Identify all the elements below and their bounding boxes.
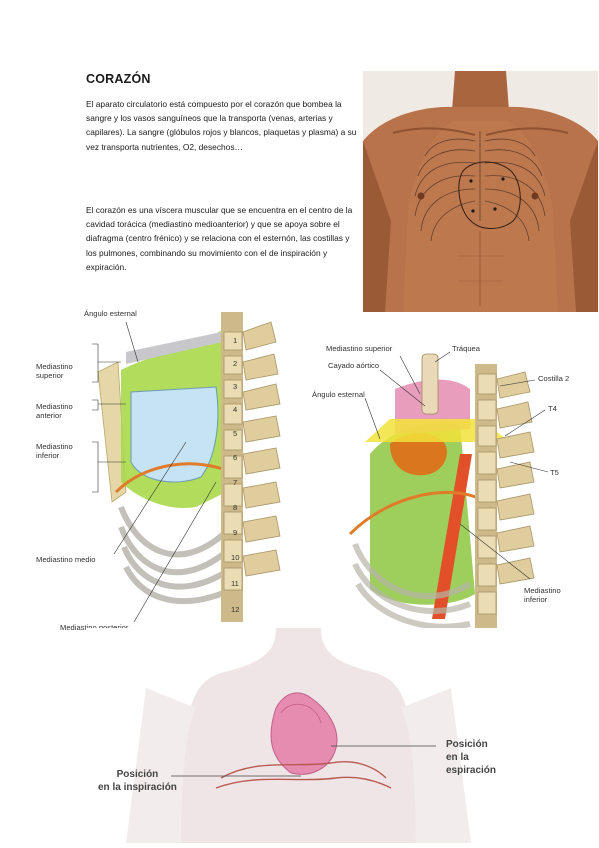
vertebra-number: 2: [233, 359, 238, 368]
vertebra-number: 9: [233, 528, 238, 537]
label-mediastino-posterior: Mediastino posterior: [60, 623, 129, 632]
label-t4: T4: [548, 404, 557, 413]
vertebra-number: 1: [233, 336, 238, 345]
label-t5: T5: [550, 468, 559, 477]
vertebra-number: 11: [231, 579, 239, 588]
label-mediastino-anterior: Mediastino anterior: [36, 402, 73, 420]
vertebra-number: 4: [233, 405, 238, 414]
paragraph-circulatory: El aparato circulatorio está compuesto p…: [86, 99, 357, 152]
mediastinum-diagram-right: Mediastino superior Tráquea Cayado aórti…: [310, 334, 580, 640]
vertebra-number: 12: [231, 605, 240, 614]
vertebra-number: 8: [233, 503, 238, 512]
paragraph-heart: El corazón es una víscera muscular que s…: [86, 205, 353, 272]
vertebra-number: 6: [233, 453, 238, 462]
label-mediastino-medio: Mediastino medio: [36, 555, 96, 564]
vertebra-number: 5: [233, 429, 238, 438]
label-costilla-2: Costilla 2: [538, 374, 570, 383]
label-mediastino-inferior-right: Mediastino inferior: [524, 586, 561, 604]
label-angulo-esternal: Ángulo esternal: [84, 309, 137, 318]
label-mediastino-superior-right: Mediastino superior: [326, 344, 393, 353]
label-angulo-esternal-right: Ángulo esternal: [312, 390, 365, 399]
vertebra-number: 10: [231, 553, 240, 562]
torso-photo: [363, 71, 598, 312]
vertebra-number: 3: [233, 382, 238, 391]
label-posicion-espiracion: Posición en la espiración: [446, 739, 497, 776]
heart-position-diagram: Posición en la espiración Posición en la…: [86, 628, 514, 843]
label-traquea: Tráquea: [452, 344, 481, 353]
mediastinum-diagram-left: Ángulo esternal Mediastino superior Medi…: [26, 292, 293, 645]
label-posicion-inspiracion: Posición en la inspiración: [98, 769, 177, 793]
label-cayado-aortico: Cayado aórtico: [328, 361, 380, 370]
vertebra-number: 7: [233, 478, 238, 487]
label-mediastino-inferior: Mediastino inferior: [36, 442, 73, 460]
label-mediastino-superior: Mediastino superior: [36, 362, 73, 380]
document-title: CORAZÓN: [86, 72, 151, 86]
